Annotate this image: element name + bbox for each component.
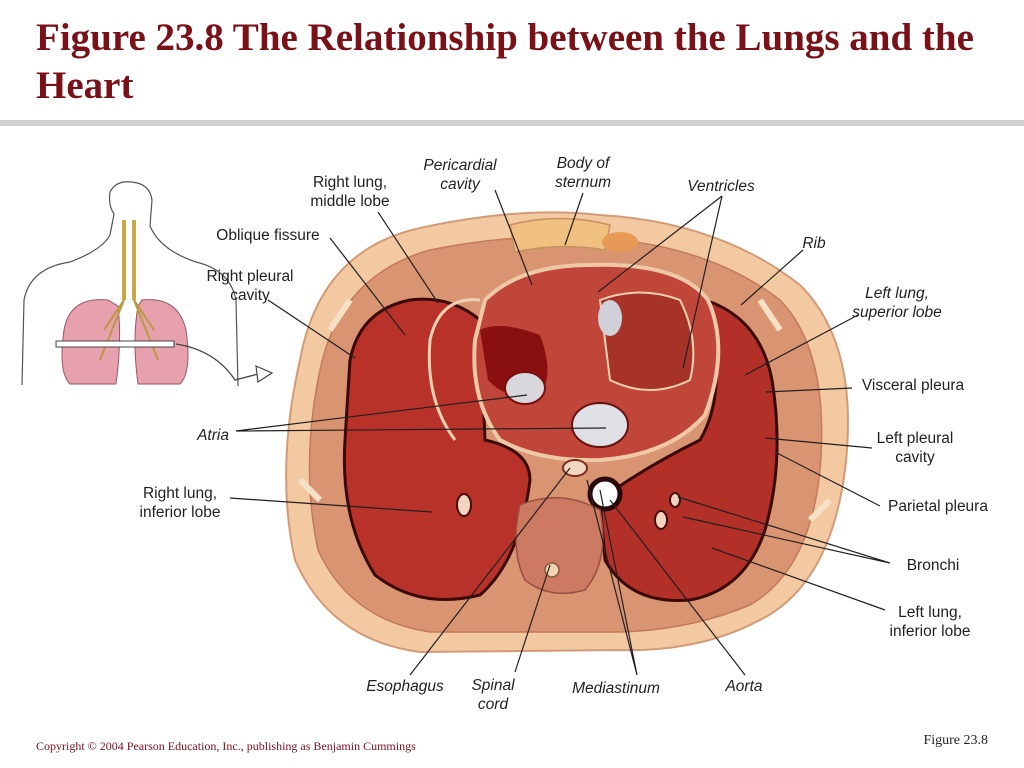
aorta-section xyxy=(587,476,623,512)
spinal-cord-section xyxy=(544,562,560,578)
label-atria: Atria xyxy=(197,427,229,444)
leader-lines xyxy=(229,189,891,676)
section-plane-marker xyxy=(55,340,175,348)
label-left-lung-superior-lobe: Left lung, superior lobe xyxy=(852,285,942,321)
label-left-lung-inferior-lobe: Left lung, inferior lobe xyxy=(889,604,971,640)
label-oblique-fissure: Oblique fissure xyxy=(216,227,320,244)
figure-reference: Figure 23.8 xyxy=(923,733,988,748)
label-rib: Rib xyxy=(802,235,826,252)
vertebra xyxy=(515,496,604,595)
left-atrium-opening xyxy=(571,402,629,448)
title-divider xyxy=(0,120,1024,126)
trachea xyxy=(122,220,136,300)
label-left-pleural-cavity: Left pleural cavity xyxy=(876,430,954,466)
left-lung-section xyxy=(598,297,779,602)
slide-title: Figure 23.8 The Relationship between the… xyxy=(36,16,974,107)
arrow-icon xyxy=(255,365,274,384)
label-bronchi: Bronchi xyxy=(906,557,960,574)
label-right-lung-inferior-lobe: Right lung, inferior lobe xyxy=(139,485,221,521)
label-right-pleural-cavity: Right pleural cavity xyxy=(206,268,294,304)
sternum xyxy=(509,217,611,253)
label-spinal-cord: Spinal cord xyxy=(471,677,515,713)
right-atrium-opening xyxy=(504,371,546,405)
torso-inset-illustration xyxy=(21,181,274,387)
copyright-footer: Copyright © 2004 Pearson Education, Inc.… xyxy=(36,739,416,753)
label-right-lung-middle-lobe: Right lung, middle lobe xyxy=(310,174,390,210)
label-pericardial-cavity: Pericardial cavity xyxy=(423,157,497,193)
esophagus-section xyxy=(562,459,588,477)
label-mediastinum: Mediastinum xyxy=(572,680,660,697)
label-ventricles: Ventricles xyxy=(687,178,755,195)
label-aorta: Aorta xyxy=(725,678,763,695)
label-parietal-pleura: Parietal pleura xyxy=(888,498,988,515)
thorax-cross-section xyxy=(285,211,849,654)
label-esophagus: Esophagus xyxy=(366,678,444,695)
label-body-of-sternum: Body of sternum xyxy=(555,155,611,191)
label-visceral-pleura: Visceral pleura xyxy=(861,377,965,394)
